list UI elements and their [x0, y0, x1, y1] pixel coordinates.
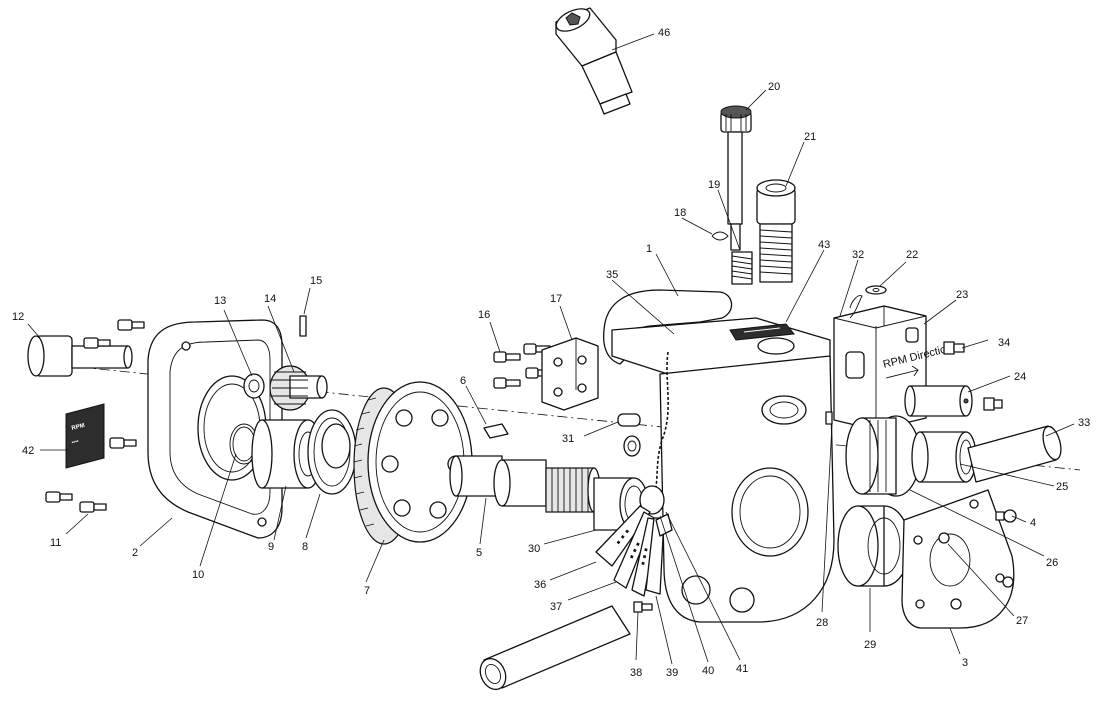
callout-43: 43 [818, 239, 830, 251]
part-3-end-plate [901, 489, 1015, 629]
callout-16: 16 [478, 309, 490, 321]
callout-42: 42 [22, 445, 34, 457]
part-13-bearing [243, 373, 265, 399]
svg-text:RPM: RPM [71, 423, 85, 432]
callout-27: 27 [1016, 615, 1028, 627]
part-15-key-pin [299, 315, 307, 337]
callout-22: 22 [906, 249, 918, 261]
callout-41: 41 [736, 663, 748, 675]
part-32-pin [825, 411, 833, 425]
callout-31: 31 [562, 433, 574, 445]
part-5-main-shaft [449, 455, 601, 513]
part-19-spring [731, 251, 753, 285]
part-small-bushing [623, 435, 641, 457]
callout-37: 37 [550, 601, 562, 613]
callout-34: 34 [998, 337, 1010, 349]
callout-24: 24 [1014, 371, 1026, 383]
callout-23: 23 [956, 289, 968, 301]
part-14-pinion-gear [269, 365, 328, 411]
part-24-pin-sleeve [904, 385, 973, 417]
callout-29: 29 [864, 639, 876, 651]
callout-8: 8 [302, 541, 308, 553]
part-screws-left [45, 319, 145, 513]
part-34-fittings [943, 341, 1003, 411]
callout-21: 21 [804, 131, 816, 143]
part-8-snap-ring [307, 409, 357, 495]
part-23-slide-block: RPM Direction [833, 295, 954, 431]
part-25-threaded-collar [845, 415, 977, 497]
callout-1: 1 [646, 243, 652, 255]
part-27-screws [938, 532, 1014, 610]
part-46-socket-tool [555, 7, 633, 115]
callout-36: 36 [534, 579, 546, 591]
callout-18: 18 [674, 207, 686, 219]
callout-14: 14 [264, 293, 276, 305]
callout-39: 39 [666, 667, 678, 679]
part-2-housing-cover [147, 319, 283, 539]
part-6-key [483, 423, 509, 439]
callout-25: 25 [1056, 481, 1068, 493]
callout-12: 12 [12, 311, 24, 323]
part-front-tube [479, 605, 631, 691]
part-18-retaining-clip [711, 231, 729, 241]
part-35-chain [639, 351, 669, 515]
callout-26: 26 [1046, 557, 1058, 569]
part-22-washer [865, 285, 887, 295]
callout-28: 28 [816, 617, 828, 629]
callout-40: 40 [702, 665, 714, 677]
callout-9: 9 [268, 541, 274, 553]
svg-text:▪ ▪ ▪: ▪ ▪ ▪ [637, 547, 652, 567]
part-42-name-plate: RPM ▪▪▪▪ [65, 403, 105, 469]
part-21-threaded-sleeve [756, 179, 796, 283]
part-31-pin [617, 413, 641, 427]
svg-text:▪▪▪▪: ▪▪▪▪ [71, 438, 80, 446]
callout-38: 38 [630, 667, 642, 679]
part-4-screw [995, 509, 1017, 523]
callout-15: 15 [310, 275, 322, 287]
callout-2: 2 [132, 547, 138, 559]
part-7-large-gear [353, 381, 473, 545]
part-36-41-key-tags: ▪ ▪ ▪ ▪ ▪ ▪ ▪ ▪ ▪ [595, 505, 673, 597]
part-12-coupling [27, 335, 133, 377]
callout-46: 46 [658, 27, 670, 39]
callout-11: 11 [50, 537, 61, 549]
part-38-grease-fitting [633, 601, 653, 613]
callout-13: 13 [214, 295, 226, 307]
part-1-main-body [602, 289, 835, 623]
callout-10: 10 [192, 569, 204, 581]
callout-4: 4 [1030, 517, 1036, 529]
callout-3: 3 [962, 657, 968, 669]
callout-33: 33 [1078, 417, 1090, 429]
callout-labels: 46 20 21 19 18 43 1 35 32 22 23 34 24 33… [12, 27, 1090, 679]
callout-6: 6 [460, 375, 466, 387]
leader-lines [27, 33, 1075, 665]
callout-7: 7 [364, 585, 370, 597]
callout-35: 35 [606, 269, 618, 281]
part-29-seal-ring [837, 505, 911, 587]
part-33-rod [967, 425, 1062, 483]
callout-5: 5 [476, 547, 482, 559]
callout-17: 17 [550, 293, 562, 305]
callout-30: 30 [528, 543, 540, 555]
callout-19: 19 [708, 179, 720, 191]
part-17-clamp-block [541, 337, 599, 411]
callout-20: 20 [768, 81, 780, 93]
callout-32: 32 [852, 249, 864, 261]
part-20-long-bolt [720, 105, 752, 251]
